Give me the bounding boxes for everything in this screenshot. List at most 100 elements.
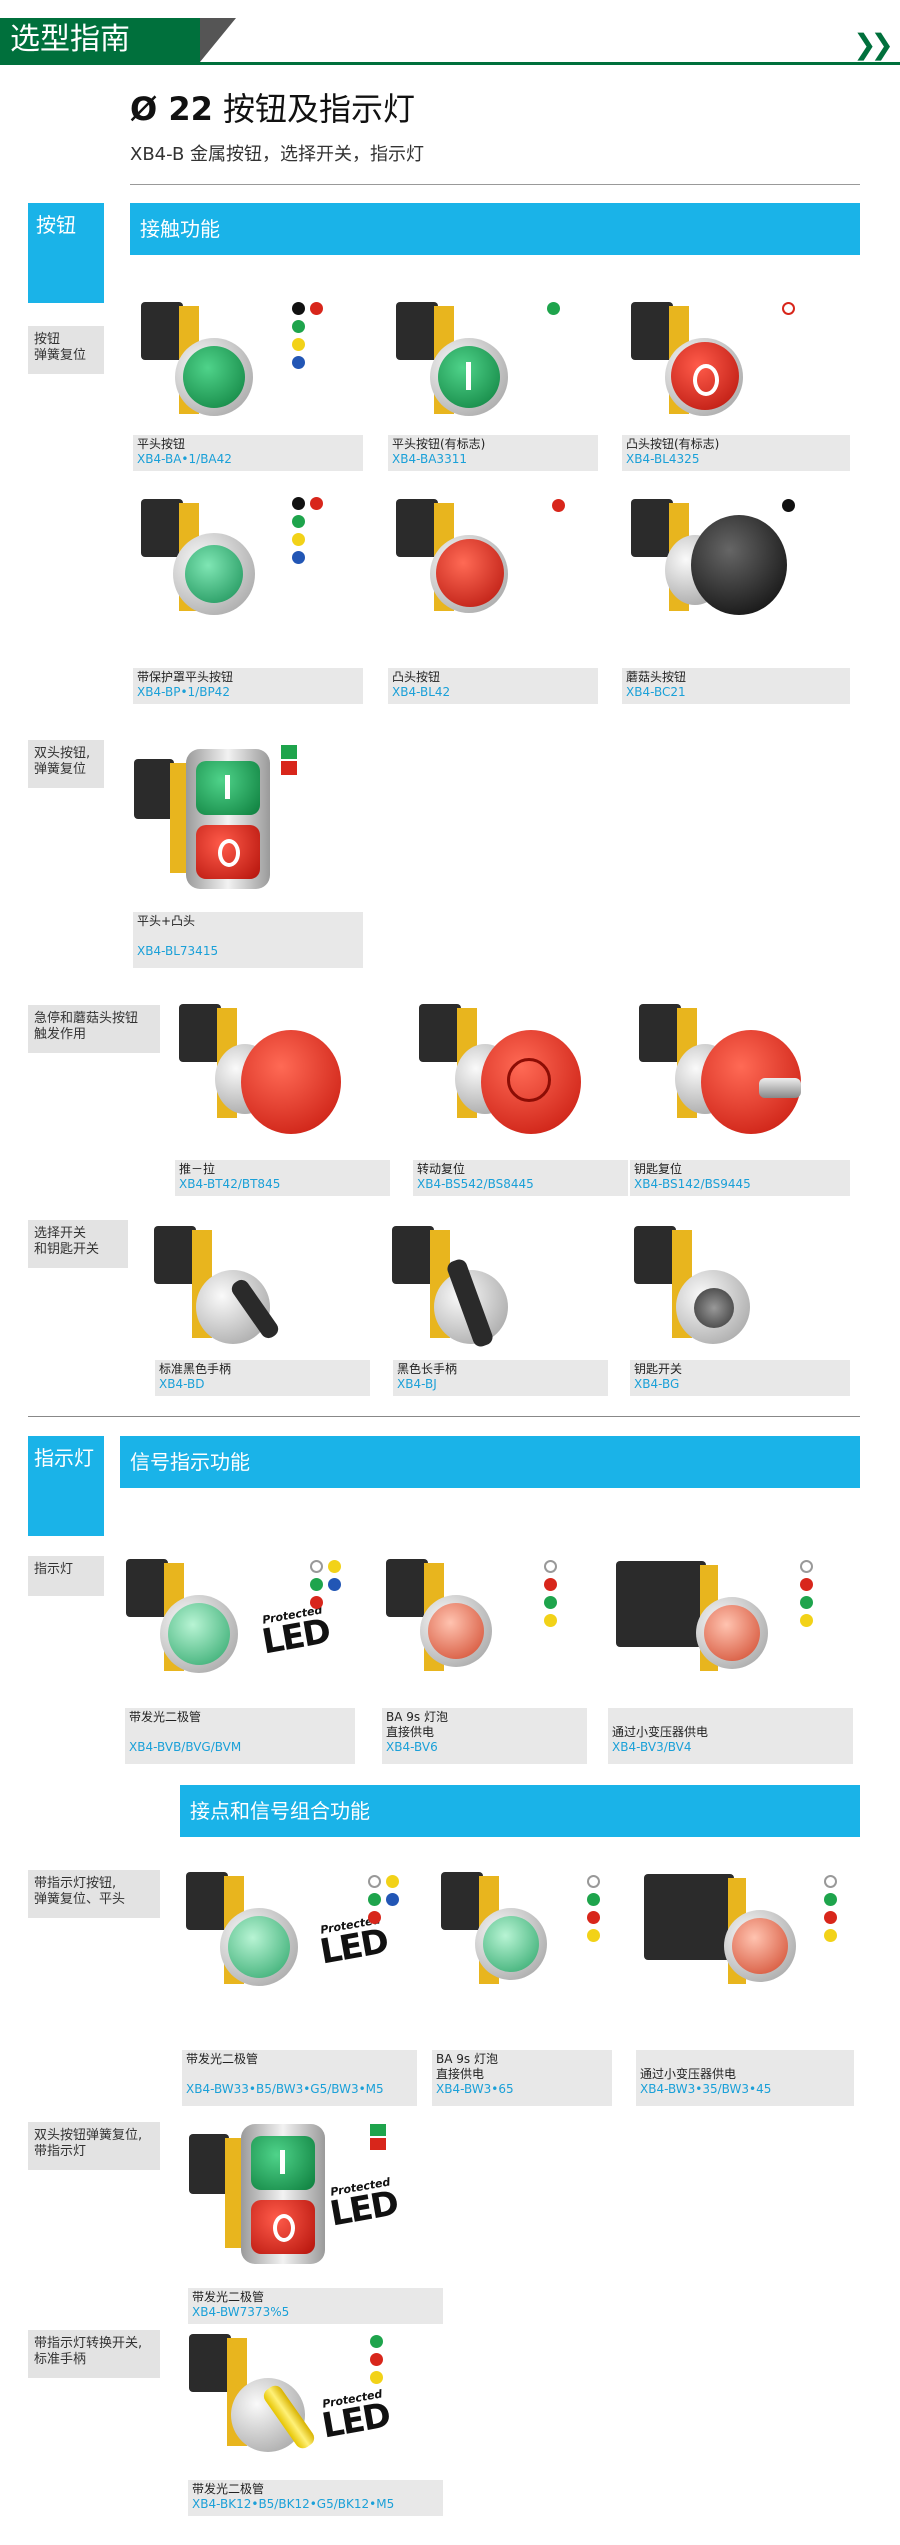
item-name: 转动复位 [417, 1162, 466, 1176]
item-code: XB4-BL73415 [137, 944, 219, 958]
product-illuminated-selector [185, 2330, 335, 2460]
group-label-spring-return: 按钮 弹簧复位 [28, 326, 104, 374]
product-flat-button-green [135, 298, 275, 428]
page-title: Ø 22 按钮及指示灯 [130, 84, 415, 130]
color-dot-green [800, 1596, 813, 1609]
badge-led-text: LED [259, 1611, 333, 1663]
item-name: 钥匙复位 [634, 1162, 683, 1176]
color-dot-black [292, 497, 305, 510]
item-code: XB4-BJ [397, 1377, 437, 1391]
item-name: 带保护罩平头按钮 [137, 670, 234, 684]
product-turn-release-mushroom [415, 1000, 585, 1150]
color-dot-red [310, 302, 323, 315]
product-push-pull-mushroom [175, 1000, 345, 1150]
color-dot-red [800, 1578, 813, 1591]
badge-led-text: LED [327, 2183, 401, 2235]
color-dot-red-outline [782, 302, 795, 315]
title-text: 按钮及指示灯 [223, 90, 416, 128]
section-divider [28, 1416, 860, 1417]
color-dot-red [552, 499, 565, 512]
color-dot-clear [587, 1875, 600, 1888]
item-name: 标准黑色手柄 [159, 1362, 232, 1376]
item-name: BA 9s 灯泡 直接供电 [436, 2052, 498, 2081]
item-name: 通过小变压器供电 [612, 1725, 709, 1739]
item-name: 平头按钮 [137, 437, 186, 451]
item-name: 蘑菇头按钮 [626, 670, 687, 684]
color-dot-green [587, 1893, 600, 1906]
caption-light-transformer: 通过小变压器供电 XB4-BV3/BV4 [608, 1708, 853, 1764]
product-double-button [130, 745, 280, 895]
color-dot-green [547, 302, 560, 315]
group-label-emergency: 急停和蘑菇头按钮 触发作用 [28, 1005, 160, 1053]
color-swatch-red [370, 2138, 386, 2150]
item-code: XB4-BV6 [386, 1740, 438, 1754]
color-dot-green [292, 320, 305, 333]
color-dot-green [370, 2335, 383, 2348]
product-light-transformer-red [612, 1555, 792, 1685]
product-flat-button-marked-green [390, 298, 530, 428]
product-selector-standard-handle [150, 1222, 300, 1352]
color-dot-red [824, 1911, 837, 1924]
item-name: 凸头按钮 [392, 670, 441, 684]
color-dot-green [310, 1578, 323, 1591]
item-code: XB4-BT42/BT845 [179, 1177, 281, 1191]
color-dot-red [544, 1578, 557, 1591]
item-code: XB4-BS542/BS8445 [417, 1177, 534, 1191]
group-label-double-illuminated: 双头按钮弹簧复位, 带指示灯 [28, 2122, 160, 2170]
section-tag-lights: 指示灯 [28, 1436, 104, 1536]
color-dot-green [824, 1893, 837, 1906]
item-code: XB4-BG [634, 1377, 680, 1391]
caption-flat-button-marked: 平头按钮(有标志)XB4-BA3311 [388, 435, 598, 471]
item-code: XB4-BVB/BVG/BVM [129, 1740, 242, 1754]
color-swatch-green [370, 2124, 386, 2136]
item-name: 通过小变压器供电 [640, 2067, 737, 2081]
header-title: 选型指南 [10, 22, 130, 57]
product-raised-button-marked-red [625, 298, 765, 428]
caption-illuminated-led: 带发光二极管 XB4-BW33•B5/BW3•G5/BW3•M5 [182, 2050, 417, 2106]
color-dot-red [310, 497, 323, 510]
caption-illuminated-bulb: BA 9s 灯泡 直接供电 XB4-BW3•65 [432, 2050, 612, 2106]
color-dot-green [292, 515, 305, 528]
color-dot-yellow [587, 1929, 600, 1942]
caption-light-led: 带发光二极管 XB4-BVB/BVG/BVM [125, 1708, 355, 1764]
item-code: XB4-BD [159, 1377, 205, 1391]
item-code: XB4-BP•1/BP42 [137, 685, 230, 699]
title-symbol: Ø 22 [130, 90, 213, 128]
color-dot-yellow [328, 1560, 341, 1573]
item-code: XB4-BW33•B5/BW3•G5/BW3•M5 [186, 2082, 384, 2096]
color-dot-clear [544, 1560, 557, 1573]
group-label-illuminated-button: 带指示灯按钮, 弹簧复位、平头 [28, 1870, 160, 1918]
group-label-pilot-light: 指示灯 [28, 1556, 104, 1596]
color-dot-blue [292, 551, 305, 564]
product-shrouded-button-green [135, 495, 275, 625]
color-dot-green [368, 1893, 381, 1906]
color-dot-blue [292, 356, 305, 369]
group-label-double-button: 双头按钮, 弹簧复位 [28, 740, 104, 788]
color-dot-red [368, 1911, 381, 1924]
item-code: XB4-BL4325 [626, 452, 700, 466]
product-double-illuminated [185, 2120, 335, 2270]
color-dot-green [544, 1596, 557, 1609]
section-heading-signal: 信号指示功能 [120, 1436, 860, 1488]
double-chevron-right-icon[interactable]: ❯❯ [853, 28, 894, 61]
color-swatch-green [281, 745, 297, 759]
color-dot-yellow [544, 1614, 557, 1627]
section-tag-buttons: 按钮 [28, 203, 104, 303]
product-raised-button-red [390, 495, 530, 625]
section-heading-combo: 接点和信号组合功能 [180, 1785, 860, 1837]
caption-light-bulb: BA 9s 灯泡 直接供电 XB4-BV6 [382, 1708, 587, 1764]
item-code: XB4-BK12•B5/BK12•G5/BK12•M5 [192, 2497, 395, 2511]
subtitle-divider [130, 184, 860, 185]
product-illuminated-bulb-green [435, 1868, 575, 1998]
